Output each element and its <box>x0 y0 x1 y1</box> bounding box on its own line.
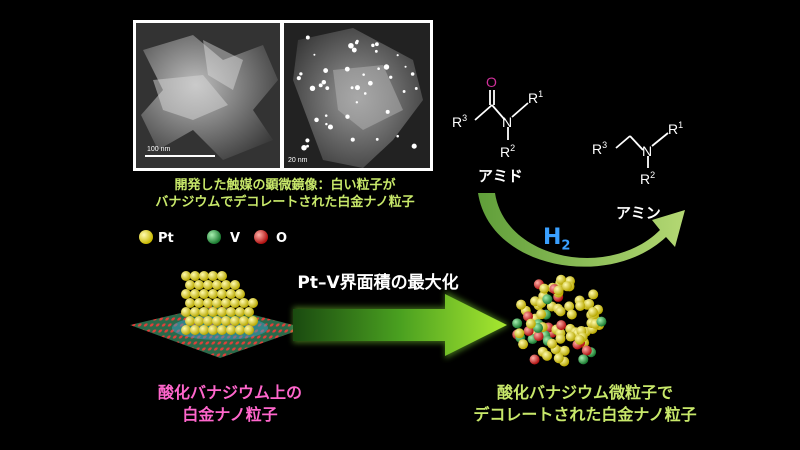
h2-label: H2 <box>543 225 571 254</box>
pt-on-vanadium-oxide-illustration <box>120 250 310 365</box>
amide-r1: R1 <box>528 89 543 106</box>
decorated-pt-illustration <box>500 268 620 378</box>
amide-oxygen: O <box>486 75 497 90</box>
amine-r2: R2 <box>640 170 655 187</box>
legend-v-swatch <box>207 230 221 244</box>
amide-graphic: O N R3 R1 R2 アミド <box>452 74 543 185</box>
amine-nitrogen: N <box>642 143 652 159</box>
arrow-label: Pt–V界面積の最大化 <box>297 273 459 293</box>
amide-r2: R2 <box>500 143 515 160</box>
scale-label-left: 100 nm <box>147 146 171 153</box>
legend-v-label: V <box>230 231 240 246</box>
left-label-line-2: 白金ナノ粒子 <box>182 405 278 424</box>
left-particle-label: 酸化バナジウム上の 白金ナノ粒子 <box>130 382 330 426</box>
transformation-arrow <box>285 285 520 365</box>
amide-r3: R3 <box>452 113 467 130</box>
caption-line-1: 開発した触媒の顕微鏡像：白い粒子が <box>174 178 396 193</box>
hydrogenation-arrow <box>470 175 700 285</box>
left-label-line-1: 酸化バナジウム上の <box>157 383 302 402</box>
amine-structure: N R3 R1 R2 アミン <box>590 118 700 228</box>
amide-structure: O N R3 R1 R2 アミド <box>450 74 560 185</box>
legend-graphic: Pt V O <box>139 230 287 246</box>
amine-graphic: N R3 R1 R2 アミン <box>592 120 683 222</box>
decorated-cluster <box>512 274 607 367</box>
micrograph-images: 100 nm 20 nm <box>136 23 430 168</box>
amine-label: アミン <box>616 204 661 222</box>
amide-nitrogen: N <box>502 114 512 130</box>
left-particle-graphic <box>130 271 305 358</box>
right-label-line-2: デコレートされた白金ナノ粒子 <box>473 405 697 424</box>
amine-r3: R3 <box>592 140 607 157</box>
scale-label-right: 20 nm <box>288 157 308 164</box>
legend-pt-label: Pt <box>158 231 174 246</box>
platinum-cluster <box>181 271 258 335</box>
amide-label: アミド <box>478 167 523 185</box>
arrow-graphic <box>293 291 510 359</box>
atom-legend: Pt V O <box>136 226 466 248</box>
platinum-particles-dots <box>296 35 418 151</box>
right-label-line-1: 酸化バナジウム微粒子で <box>496 383 673 402</box>
curved-arrow-graphic <box>478 193 685 267</box>
legend-o-swatch <box>254 230 268 244</box>
micrograph-caption: 開発した触媒の顕微鏡像：白い粒子が バナジウムでデコレートされた白金ナノ粒子 <box>115 177 455 211</box>
caption-line-2: バナジウムでデコレートされた白金ナノ粒子 <box>155 195 415 210</box>
micrograph-panel: 100 nm 20 nm <box>133 20 433 171</box>
amine-r1: R1 <box>668 120 683 137</box>
legend-o-label: O <box>276 231 287 246</box>
scale-bar-left <box>145 155 215 157</box>
right-particle-graphic <box>512 274 607 367</box>
legend-pt-swatch <box>139 230 153 244</box>
right-particle-label: 酸化バナジウム微粒子で デコレートされた白金ナノ粒子 <box>455 382 715 426</box>
